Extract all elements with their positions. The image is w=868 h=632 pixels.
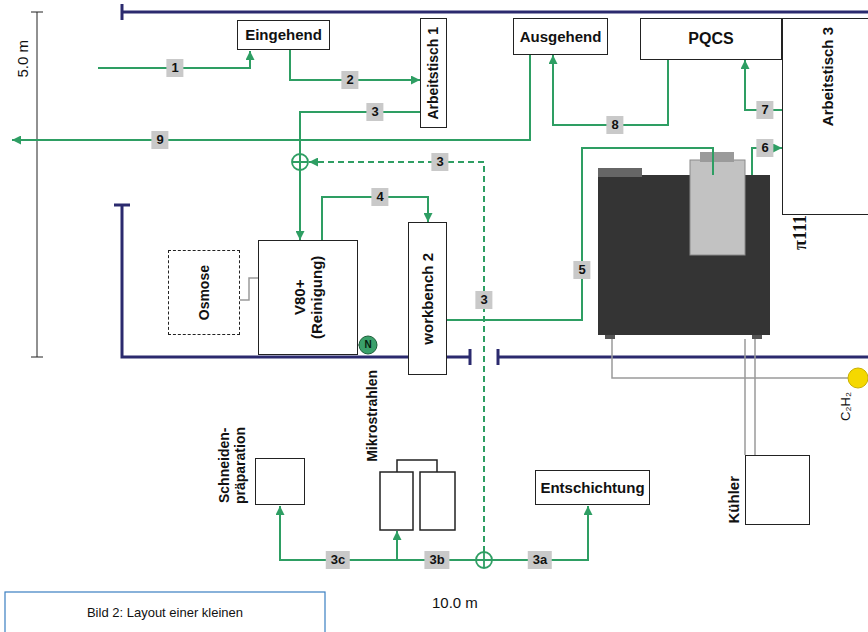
junction — [292, 154, 492, 568]
callout-number: 3a — [528, 551, 552, 569]
blasting-area: Mikrostrahlen — [380, 472, 455, 530]
workbench-box: workbench 2 — [408, 222, 447, 375]
callout-number: 3 — [475, 291, 492, 309]
callout-number: 3 — [431, 153, 448, 171]
flow-line — [12, 51, 588, 560]
callout-number: 5 — [573, 261, 590, 279]
caption-frame — [5, 592, 325, 632]
workbench-box: Arbeitstisch 3 — [782, 18, 868, 215]
callout-number: 6 — [756, 139, 773, 157]
node-label: Ausgehend — [520, 28, 602, 45]
figure-caption: Bild 2: Layout einer kleinen — [87, 605, 243, 620]
blasting-unit — [380, 460, 455, 530]
flow-connector — [447, 148, 713, 320]
cleaning-machine: V80+ (Reinigung) — [258, 240, 358, 355]
flow-connector — [553, 55, 668, 125]
station-box: PQCS — [640, 18, 782, 60]
node-label: Eingehend — [245, 26, 322, 43]
callout-number: 4 — [371, 188, 388, 206]
wall — [114, 4, 868, 365]
dimension-line — [31, 12, 43, 357]
osmosis-unit: Osmose — [168, 250, 240, 335]
node-label: Arbeitstisch 3 — [819, 27, 836, 126]
edge-prep-box: Schneiden- präparation — [255, 458, 305, 505]
gas-symbol: N — [364, 340, 371, 350]
node-label: workbench 2 — [419, 253, 436, 345]
node-label: Osmose — [196, 265, 212, 320]
node-label: V80+ (Reinigung) — [291, 250, 326, 345]
coating-machine-area: π111 — [598, 175, 770, 335]
node-label: PQCS — [688, 30, 733, 48]
callout-number: 3c — [326, 551, 350, 569]
node-label: Mikrostrahlen — [364, 370, 380, 462]
node-label: Entschichtung — [540, 479, 644, 496]
dimension-label: C₂H₂ — [838, 392, 853, 421]
coating-machine — [598, 152, 770, 339]
callout-number: 2 — [341, 71, 358, 89]
callout-number: 7 — [756, 101, 773, 119]
nitrogen-supply — [359, 336, 377, 354]
node-label: Schneiden- präparation — [216, 427, 248, 504]
workbench-box: Arbeitstisch 1 — [420, 18, 447, 128]
node-label: π111 — [790, 215, 811, 250]
callout-number: 3b — [424, 551, 449, 569]
dimension-label: 5.0 m — [14, 40, 31, 78]
callout-number: 3 — [366, 103, 383, 121]
chiller-box: Kühler — [745, 455, 810, 525]
callout-number: 1 — [166, 59, 183, 77]
station-box: Ausgehend — [513, 18, 608, 55]
flow-connector — [300, 112, 420, 240]
station-box: Eingehend — [237, 20, 330, 50]
acetylene-supply — [848, 368, 868, 388]
callout-number: 8 — [606, 116, 623, 134]
dimension-label: 10.0 m — [432, 594, 478, 611]
callout-number: 9 — [151, 131, 168, 149]
node-label: Kühler — [725, 476, 742, 524]
stripping-box: Entschichtung — [535, 470, 650, 505]
node-label: Arbeitstisch 1 — [425, 27, 441, 120]
